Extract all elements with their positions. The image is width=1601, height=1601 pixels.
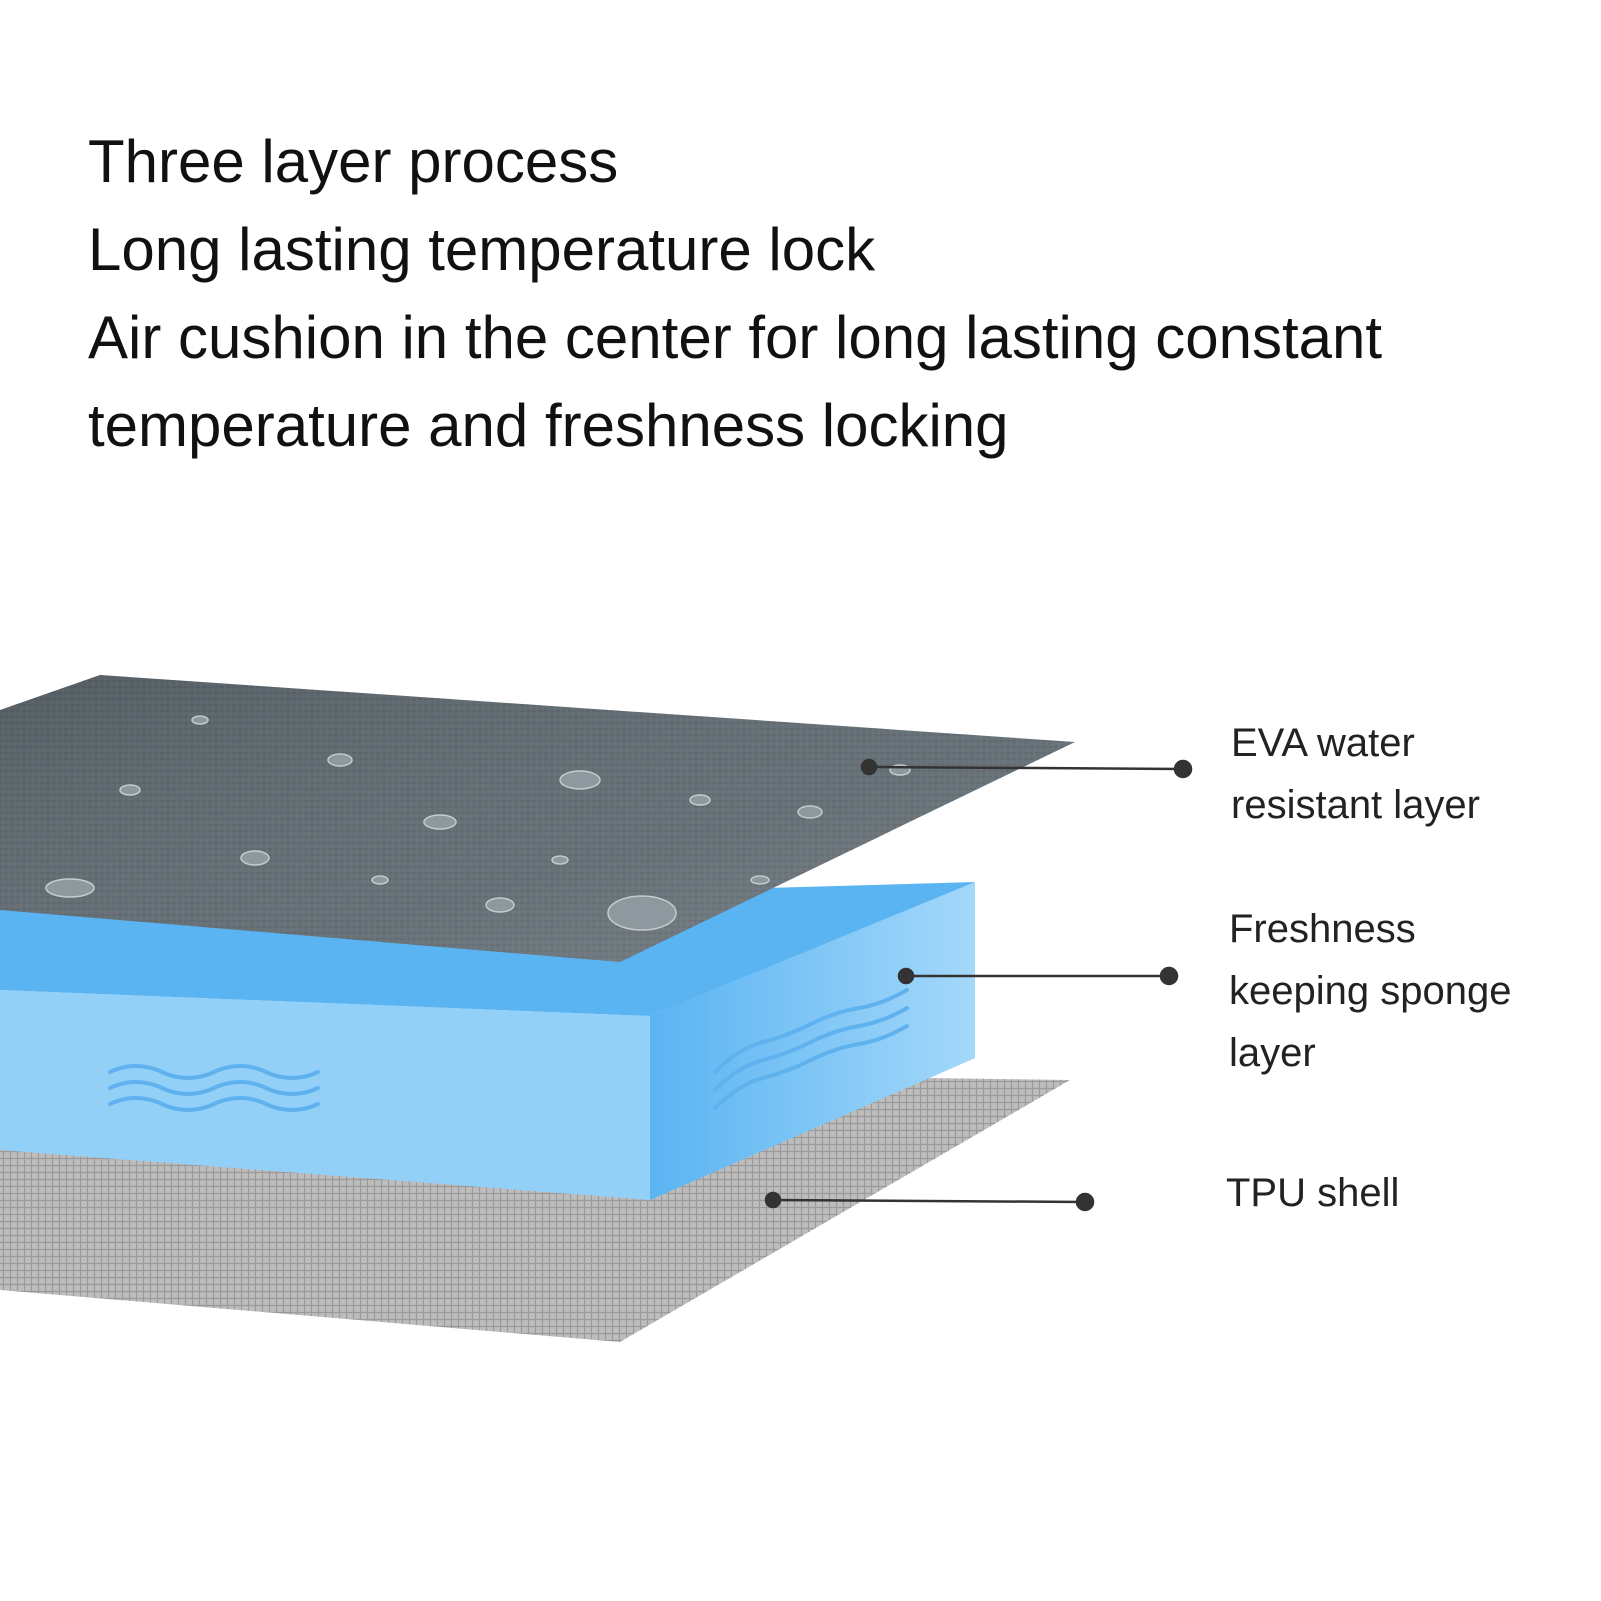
eva-layer: [0, 675, 1075, 962]
headline-line-4: temperature and freshness locking: [88, 392, 1009, 459]
leader-line-sponge: [897, 966, 1179, 986]
headline-line-1: Three layer process: [88, 128, 619, 195]
label-tpu-line-1: TPU shell: [1226, 1171, 1400, 1215]
label-eva-line-2: resistant layer: [1231, 783, 1480, 827]
label-sponge-line-2: keeping sponge: [1229, 969, 1512, 1013]
headline: Three layer process Long lasting tempera…: [88, 118, 1548, 470]
label-sponge: Freshness keeping sponge layer: [1229, 898, 1511, 1084]
headline-line-3: Air cushion in the center for long lasti…: [88, 304, 1383, 371]
label-tpu: TPU shell: [1226, 1162, 1399, 1224]
label-sponge-line-3: layer: [1229, 1031, 1316, 1075]
wave-icon: [108, 1064, 320, 1112]
label-sponge-line-1: Freshness: [1229, 907, 1416, 951]
label-eva: EVA water resistant layer: [1231, 712, 1480, 836]
wave-icon: [713, 988, 909, 1110]
water-droplets: [45, 715, 911, 931]
leader-line-tpu: [764, 1191, 1095, 1212]
leader-line-eva: [860, 758, 1193, 779]
label-eva-line-1: EVA water: [1231, 721, 1415, 765]
headline-line-2: Long lasting temperature lock: [88, 216, 876, 283]
